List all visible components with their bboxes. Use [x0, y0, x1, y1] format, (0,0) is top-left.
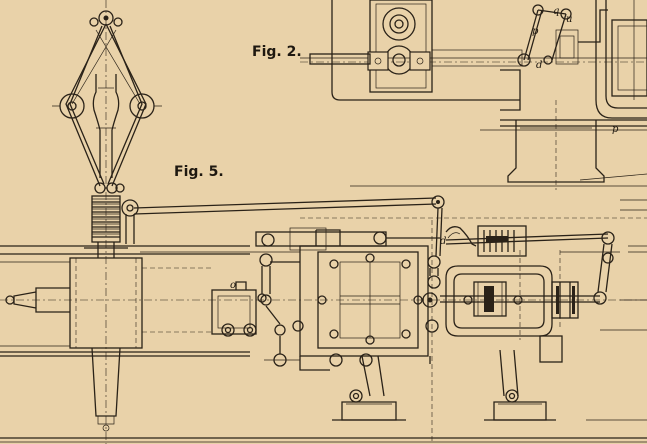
- fig2-letter-p-lower: p: [612, 124, 619, 135]
- fig5-letter-o: o: [230, 280, 236, 291]
- regulator-housing: [440, 199, 647, 363]
- linkage-rods: d: [133, 195, 477, 257]
- fig2-label: Fig. 2.: [252, 44, 302, 60]
- engine-bed: [0, 245, 647, 443]
- governor-assembly: [52, 0, 162, 444]
- fig2-letter-u: u: [566, 14, 572, 25]
- construction-lines: [140, 173, 647, 421]
- fig2-letter-q: q: [553, 6, 559, 17]
- fig5-letter-d: d: [440, 236, 446, 247]
- fig2-drawing: [300, 0, 647, 190]
- bottom-supports: [332, 220, 556, 444]
- fig2-letter-p: p: [532, 26, 539, 37]
- cylinder-assembly: o: [211, 227, 441, 371]
- fig5-label: Fig. 5.: [174, 164, 224, 180]
- fig2-letter-d: d: [536, 60, 542, 71]
